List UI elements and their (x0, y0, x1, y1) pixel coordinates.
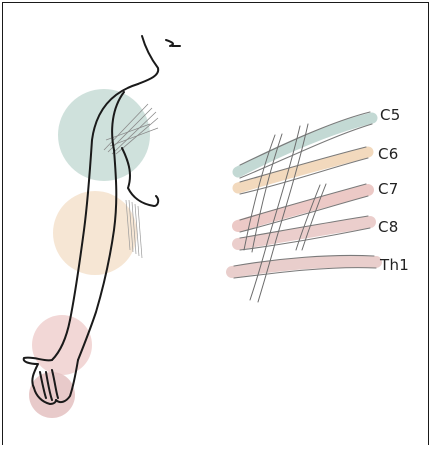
dermatome-c6-patch (53, 191, 137, 275)
label-c7: C7 (378, 180, 399, 198)
label-c5: C5 (380, 106, 401, 124)
label-th1: Th1 (380, 256, 409, 274)
label-c8: C8 (378, 218, 399, 236)
dermatome-c5-patch (58, 89, 150, 181)
nerve-roots (232, 112, 376, 302)
label-c6: C6 (378, 145, 399, 163)
